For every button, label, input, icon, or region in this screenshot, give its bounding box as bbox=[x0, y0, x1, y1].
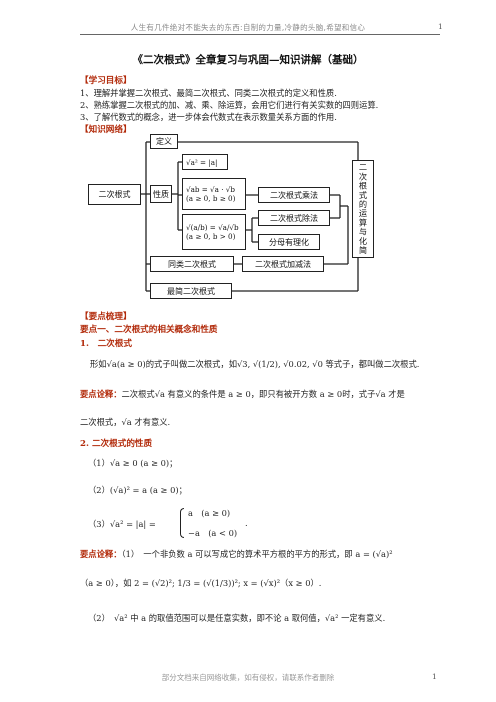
node-like-radicals: 同类二次根式 bbox=[150, 256, 234, 272]
formula-product-condition: (a ≥ 0, b ≥ 0) bbox=[186, 194, 236, 203]
note-2-text-a: （1） 一个非负数 a 可以写成它的算术平方根的平方的形式，即 a = (√a)… bbox=[121, 549, 393, 559]
learning-goal-3: 3、了解代数式的概念，进一步体会代数式在表示数量关系方面的作用. bbox=[80, 112, 337, 122]
node-property: 性质 bbox=[150, 185, 172, 203]
note-2-continued: （a ≥ 0），如 2 = (√2)²; 1/3 = (√(1/3))²; x … bbox=[80, 578, 322, 588]
property-3-case-1: a (a ≥ 0) bbox=[188, 508, 231, 518]
note-1: 要点诠释：二次根式√a 有意义的条件是 a ≥ 0，即只有被开方数 a ≥ 0时… bbox=[80, 388, 405, 400]
property-2: （2）(√a)² = a (a ≥ 0)； bbox=[88, 485, 187, 495]
property-3-lhs: （3）√a² = |a| = bbox=[88, 519, 156, 529]
header-rule bbox=[80, 34, 440, 35]
node-division: 二次根式除法 bbox=[258, 210, 330, 226]
learning-goal-2: 2、熟练掌握二次根式的加、减、乘、除运算，会用它们进行有关实数的四则运算. bbox=[80, 100, 379, 110]
property-3-period: . bbox=[245, 518, 248, 528]
node-formula-abs: √a² = |a| bbox=[182, 154, 228, 170]
node-quadratic-radical: 二次根式 bbox=[88, 184, 141, 205]
formula-abs-text: √a² = |a| bbox=[186, 157, 218, 167]
learning-goal-1: 1、理解并掌握二次根式、最简二次根式、同类二次根式的定义和性质. bbox=[80, 88, 337, 98]
learning-goals-heading: 【学习目标】 bbox=[80, 76, 132, 86]
key-points-heading: 【要点梳理】 bbox=[80, 312, 132, 322]
note-1-text-a: 二次根式√a 有意义的条件是 a ≥ 0，即只有被开方数 a ≥ 0时，式子√a… bbox=[121, 389, 405, 399]
document-title: 《二次根式》全章复习与巩固—知识讲解（基础） bbox=[132, 54, 364, 66]
property-3-case-2: −a (a < 0) bbox=[188, 528, 238, 538]
footer-disclaimer: 部分文档来自网络收集，如有侵权，请联系作者删除 bbox=[161, 673, 335, 682]
property-3: （3）√a² = |a| = bbox=[88, 518, 156, 530]
header-page-number: 1 bbox=[438, 22, 443, 31]
note-1-label: 要点诠释： bbox=[80, 389, 122, 399]
diagram-connectors bbox=[141, 141, 359, 292]
property-1: （1）√a ≥ 0 (a ≥ 0)； bbox=[88, 458, 178, 468]
node-multiplication: 二次根式乘法 bbox=[258, 187, 330, 203]
node-rationalize-denominator: 分母有理化 bbox=[258, 234, 320, 250]
node-operations-simplification: 二次根式的运算与化简 bbox=[352, 160, 374, 258]
formula-quotient-condition: (a ≥ 0, b > 0) bbox=[186, 232, 236, 241]
subsection-2-heading: 2. 二次根式的性质 bbox=[80, 439, 153, 449]
definition-line: 形如√a(a ≥ 0)的式子叫做二次根式，如√3, √(1/2), √0.02,… bbox=[90, 359, 420, 369]
note-2: 要点诠释：（1） 一个非负数 a 可以写成它的算术平方根的平方的形式，即 a =… bbox=[80, 548, 393, 560]
knowledge-network-diagram: 二次根式 定义 性质 √a² = |a| √ab = √a · √b (a ≥ … bbox=[86, 134, 380, 306]
header-motto: 人生有几件绝对不能失去的东西:自制的力量,冷静的头脑,希望和信心 bbox=[130, 23, 366, 32]
node-add-subtract: 二次根式加减法 bbox=[242, 256, 324, 272]
network-heading: 【知识网络】 bbox=[80, 125, 132, 135]
footer-page-number: 1 bbox=[432, 672, 437, 681]
node-definition: 定义 bbox=[150, 134, 178, 149]
node-simplest-radical: 最简二次根式 bbox=[150, 283, 232, 299]
subsection-1-heading: 1. 二次根式 bbox=[80, 339, 132, 349]
formula-quotient-text: √(a/b) = √a/√b bbox=[186, 223, 239, 232]
operations-label: 二次根式的运算与化简 bbox=[358, 163, 368, 255]
note-1-continued: 二次根式，√a 才有意义. bbox=[80, 417, 171, 427]
formula-product-text: √ab = √a · √b bbox=[186, 185, 235, 194]
section-1-heading: 要点一、二次根式的相关概念和性质 bbox=[80, 325, 218, 335]
piecewise-brace bbox=[180, 508, 184, 538]
note-2-label: 要点诠释： bbox=[80, 549, 122, 559]
node-formula-product: √ab = √a · √b (a ≥ 0, b ≥ 0) bbox=[182, 178, 246, 210]
note-2-item-2: （2） √a² 中 a 的取值范围可以是任意实数，即不论 a 取何值，√a² 一… bbox=[88, 613, 386, 623]
node-formula-quotient: √(a/b) = √a/√b (a ≥ 0, b > 0) bbox=[182, 214, 246, 250]
